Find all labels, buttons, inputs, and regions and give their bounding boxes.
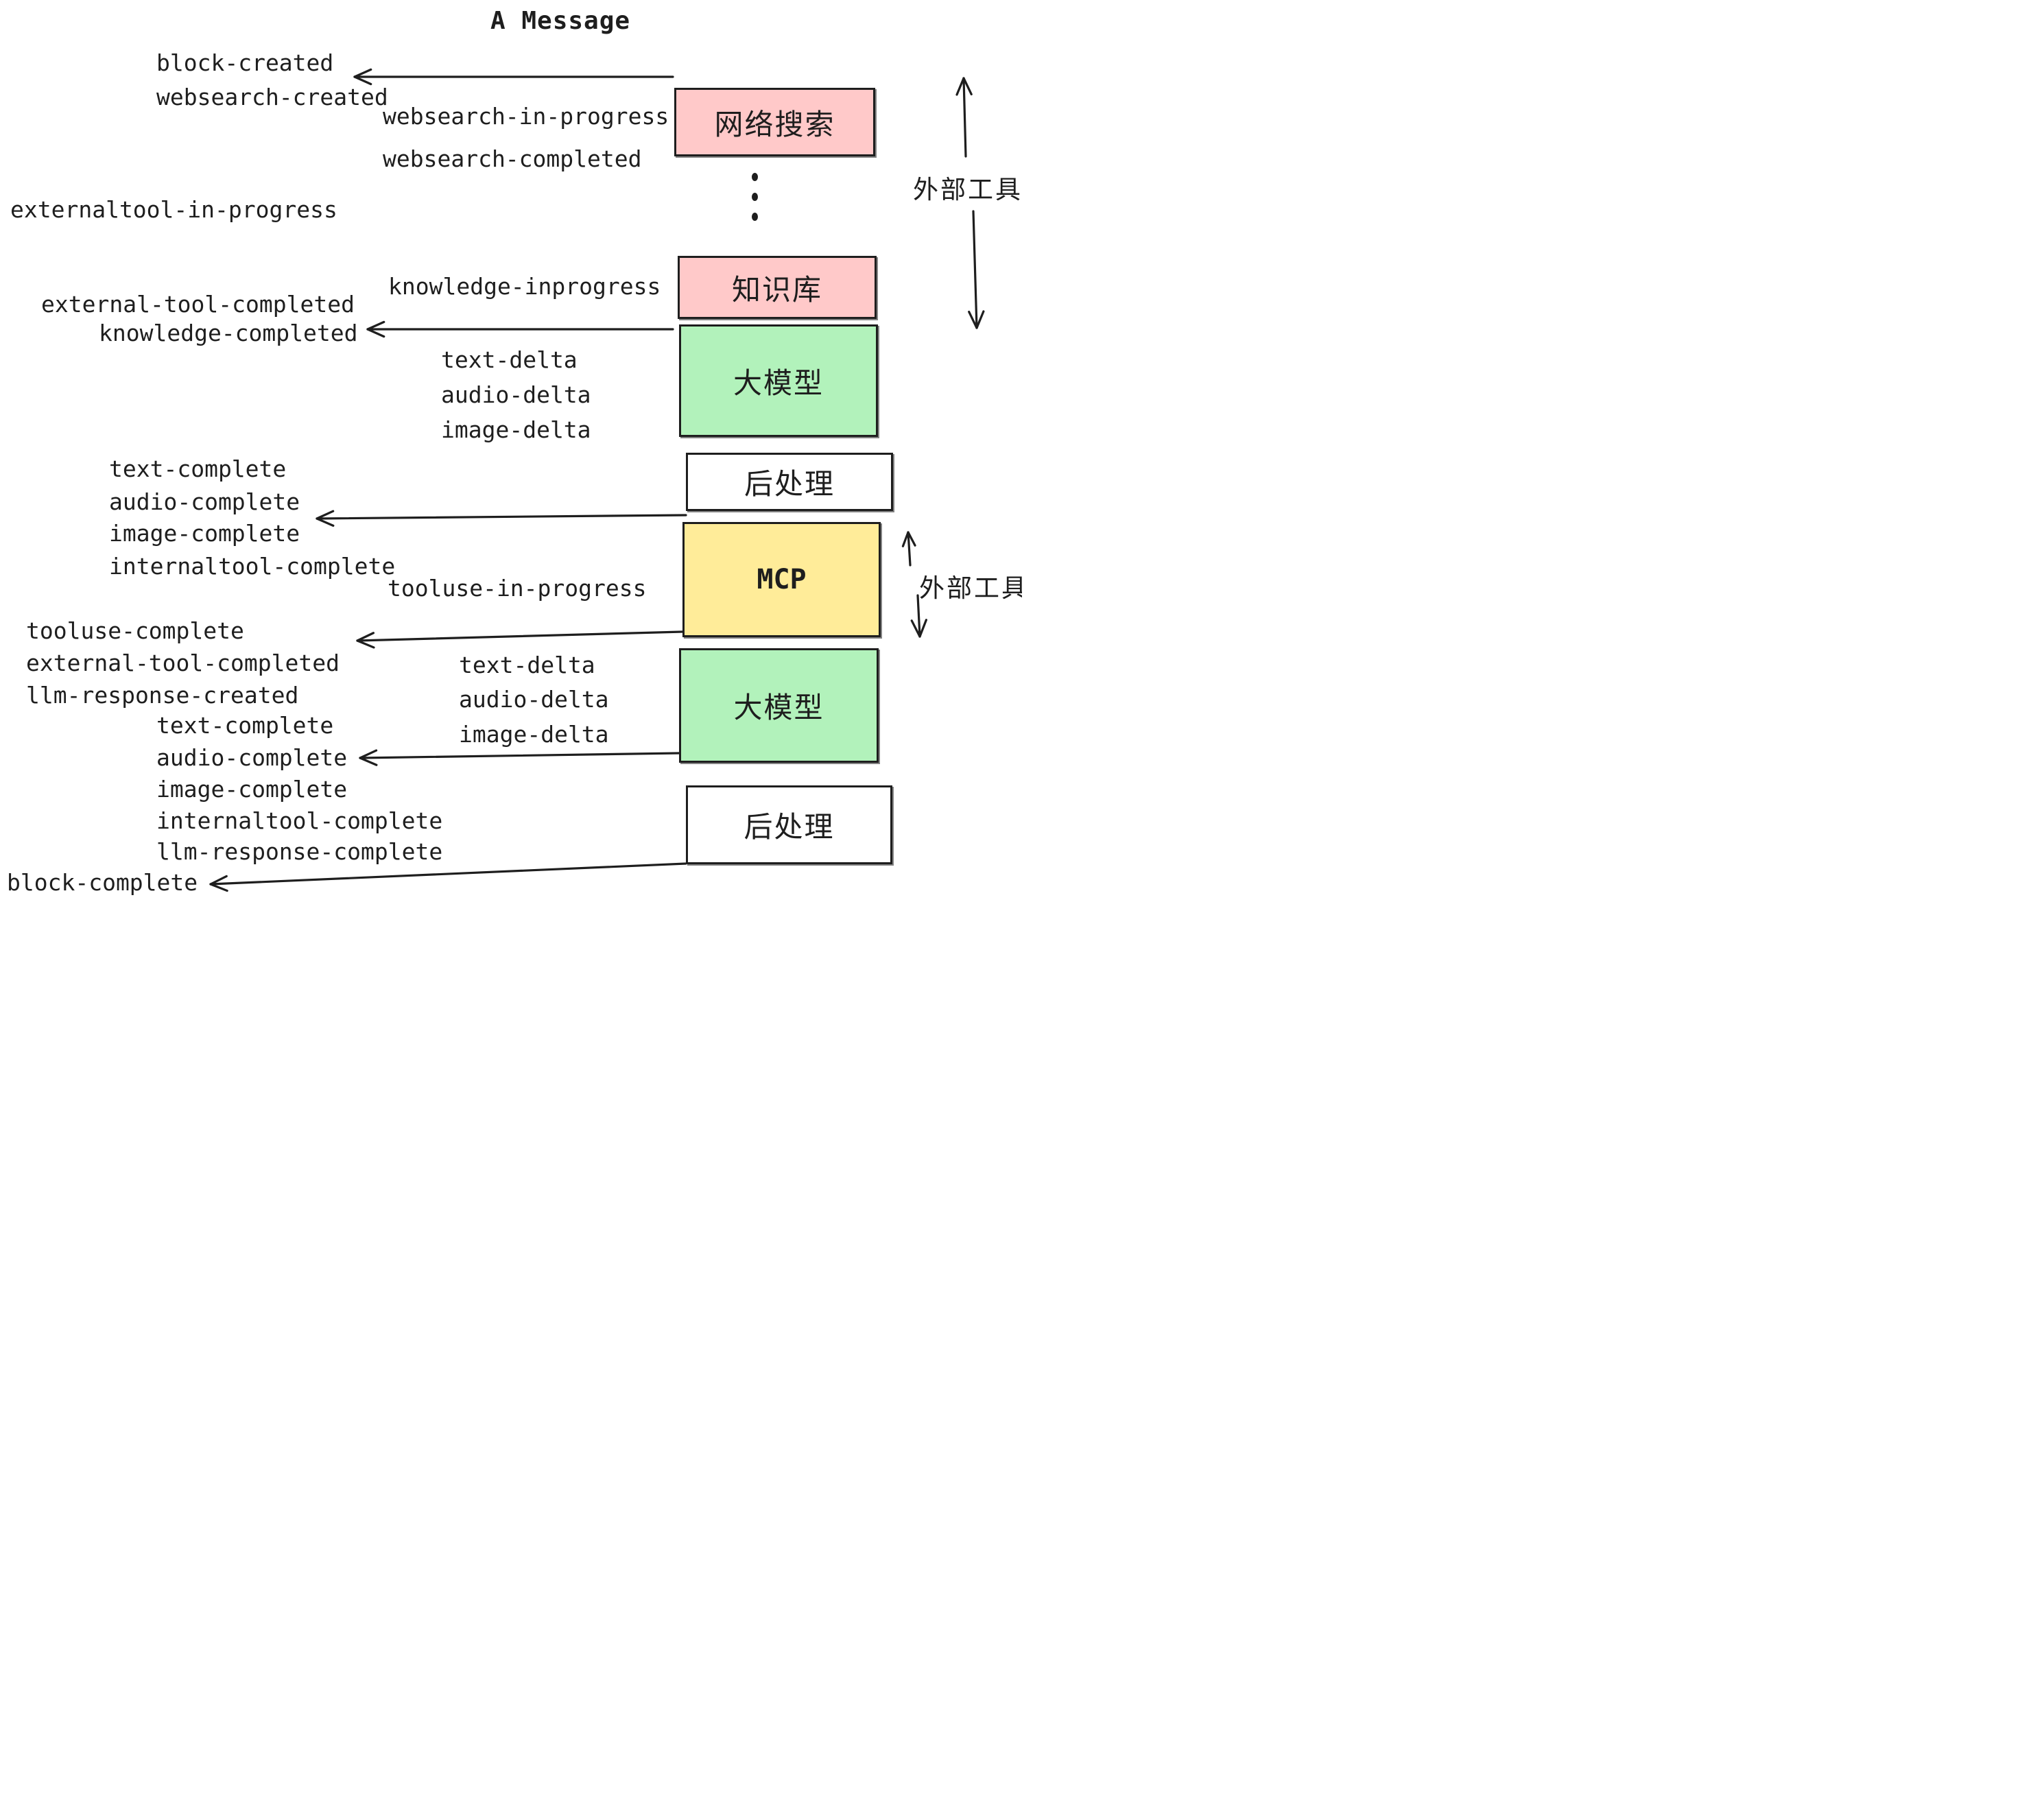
external-tools-1-down-arrow	[968, 210, 985, 329]
event-tooluse-complete: tooluse-complete	[26, 617, 244, 644]
event-tooluse-in-progress: tooluse-in-progress	[388, 575, 647, 602]
box-mcp: MCP	[682, 522, 881, 637]
event-block-complete: block-complete	[7, 869, 198, 896]
event-image-delta-2: image-delta	[459, 721, 609, 748]
box-knowledge-base: 知识库	[678, 256, 877, 319]
arrow-knowledge-to-completed	[366, 320, 674, 338]
vertical-ellipsis-icon	[752, 173, 759, 233]
external-tools-2-up-arrow	[901, 531, 916, 567]
event-text-delta-2: text-delta	[459, 652, 595, 678]
event-internaltool-complete-1: internaltool-complete	[109, 553, 396, 580]
event-audio-delta-1: audio-delta	[441, 381, 591, 408]
box-websearch-label: 网络搜索	[714, 108, 835, 141]
event-externaltool-in-progress: externaltool-in-progress	[10, 196, 337, 223]
diagram-canvas: A Message block-created websearch-create…	[0, 0, 1022, 902]
event-external-tool-completed-2: external-tool-completed	[26, 650, 340, 676]
event-block-created: block-created	[156, 49, 334, 76]
arrow-llm2-to-completes	[359, 749, 680, 766]
event-text-complete-1: text-complete	[109, 455, 287, 482]
event-audio-complete-1: audio-complete	[109, 488, 300, 515]
box-llm-1: 大模型	[679, 324, 878, 437]
box-postprocess-1: 后处理	[686, 453, 893, 511]
box-postprocess-1-label: 后处理	[744, 468, 835, 500]
event-text-complete-2: text-complete	[156, 712, 334, 739]
event-external-tool-completed: external-tool-completed	[41, 291, 355, 318]
event-websearch-created: websearch-created	[156, 84, 388, 110]
box-postprocess-2-label: 后处理	[744, 811, 835, 843]
arrow-mcp-to-tooluse	[356, 630, 684, 649]
event-image-complete-1: image-complete	[109, 520, 300, 547]
event-websearch-completed: websearch-completed	[383, 145, 642, 172]
event-websearch-in-progress: websearch-in-progress	[383, 103, 669, 130]
event-audio-delta-2: audio-delta	[459, 686, 609, 713]
box-llm-2-label: 大模型	[733, 691, 824, 724]
event-text-delta-1: text-delta	[441, 346, 578, 373]
arrow-websearch-to-created	[353, 68, 674, 86]
external-tools-1-up-arrow	[955, 77, 973, 158]
box-postprocess-2: 后处理	[686, 785, 892, 864]
side-label-external-tools-1: 外部工具	[913, 176, 1022, 204]
side-label-external-tools-2: 外部工具	[919, 574, 1022, 602]
event-knowledge-completed: knowledge-completed	[99, 320, 358, 346]
arrow-post1-to-completes	[316, 510, 687, 527]
box-llm-1-label: 大模型	[733, 366, 824, 399]
box-knowledge-base-label: 知识库	[731, 273, 822, 306]
event-audio-complete-2: audio-complete	[156, 744, 348, 771]
event-internaltool-complete-2: internaltool-complete	[156, 807, 443, 834]
box-mcp-label: MCP	[757, 564, 807, 595]
event-image-delta-1: image-delta	[441, 416, 591, 443]
event-image-complete-2: image-complete	[156, 776, 348, 803]
box-websearch: 网络搜索	[674, 88, 875, 156]
event-llm-response-created: llm-response-created	[26, 682, 299, 709]
event-llm-response-complete: llm-response-complete	[156, 838, 443, 865]
arrow-post2-to-block-complete	[209, 862, 687, 892]
diagram-title: A Message	[490, 7, 631, 35]
box-llm-2: 大模型	[679, 648, 879, 763]
event-knowledge-inprogress: knowledge-inprogress	[388, 273, 661, 300]
